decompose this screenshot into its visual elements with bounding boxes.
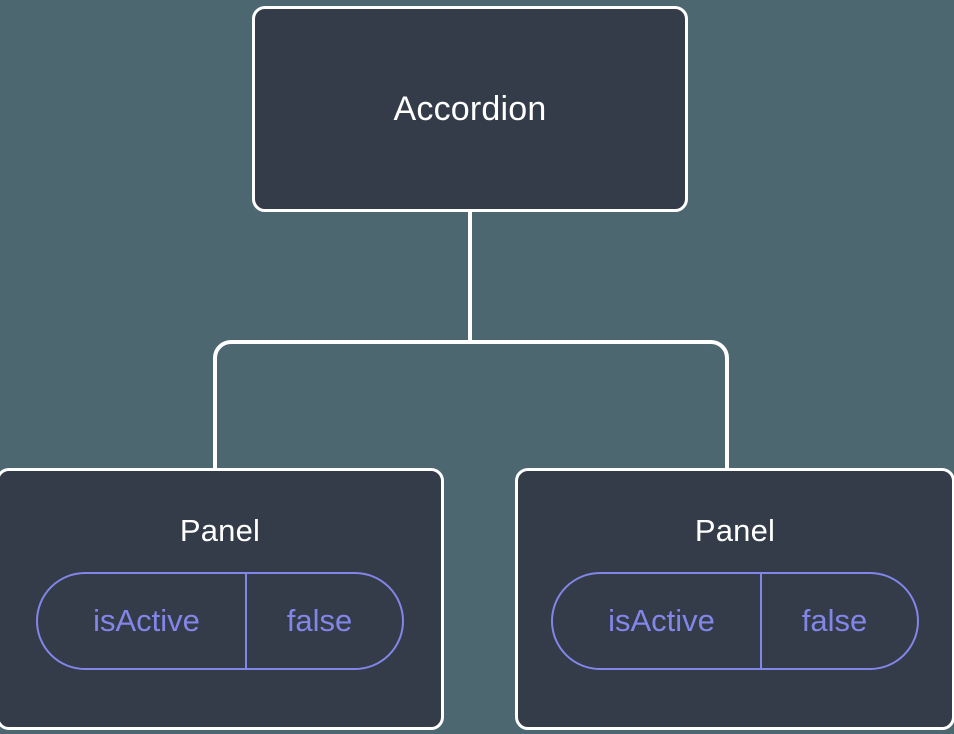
node-panel-left-label: Panel bbox=[179, 513, 261, 548]
node-accordion[interactable]: Accordion bbox=[252, 6, 688, 212]
prop-value-right: false bbox=[760, 574, 917, 668]
prop-key-left: isActive bbox=[93, 603, 200, 638]
node-accordion-label: Accordion bbox=[393, 90, 547, 128]
prop-pill-right[interactable]: isActive false bbox=[551, 572, 919, 670]
prop-key-right: isActive bbox=[608, 603, 715, 638]
prop-value-left: false bbox=[245, 574, 402, 668]
node-panel-right-label: Panel bbox=[694, 513, 776, 548]
edge-root-to-panel-right bbox=[470, 340, 729, 470]
node-panel-left[interactable]: Panel isActive false bbox=[0, 468, 444, 730]
node-panel-right[interactable]: Panel isActive false bbox=[515, 468, 954, 730]
prop-pill-left[interactable]: isActive false bbox=[36, 572, 404, 670]
edge-root-to-panel-left bbox=[213, 340, 470, 470]
